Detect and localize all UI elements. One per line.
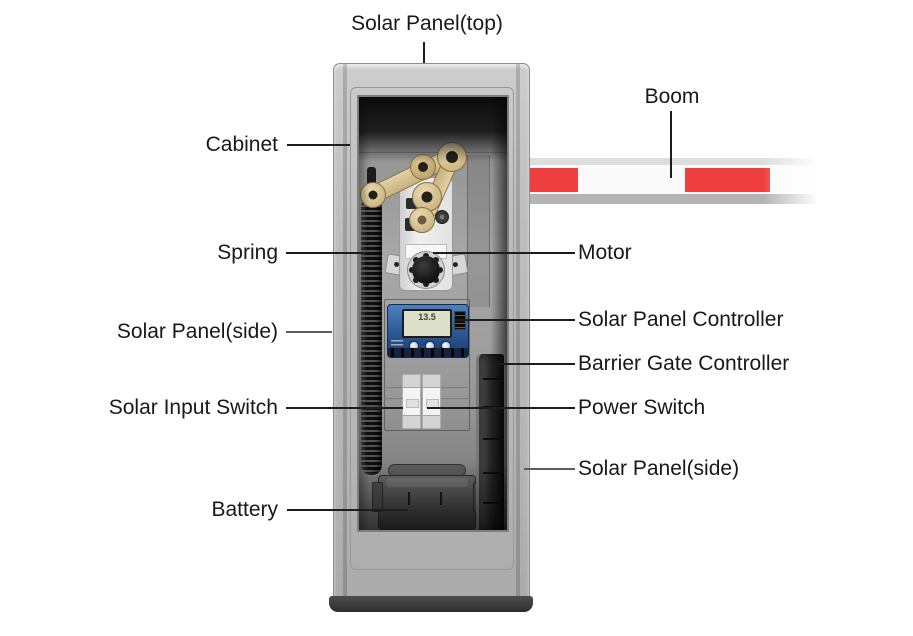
controller-lcd-value: 13.5 — [418, 312, 436, 322]
interior-channel — [467, 155, 490, 307]
label-boom: Boom — [644, 85, 700, 108]
battery-slot — [408, 492, 410, 505]
mounting-panel-edge — [359, 152, 507, 153]
leader-power-switch — [427, 407, 575, 409]
leader-cabinet — [287, 144, 350, 146]
power-switch-device — [422, 374, 441, 429]
leader-solar-panel-top — [423, 42, 425, 63]
barrier-gate-controller-device — [476, 354, 504, 530]
controller-terminals — [388, 348, 468, 357]
leader-barrier-gate-controller — [498, 363, 575, 365]
leader-solar-panel-side-right — [524, 468, 575, 470]
label-cabinet: Cabinet — [205, 133, 278, 156]
bolt-disc — [435, 210, 449, 224]
cabinet-right-edge — [516, 64, 520, 597]
controller-lcd: 13.5 — [402, 309, 452, 338]
hub-disc — [410, 154, 436, 180]
motor-gear — [412, 256, 440, 284]
label-solar-panel-side-right: Solar Panel(side) — [578, 457, 740, 480]
leader-solar-panel-side-left — [286, 331, 332, 333]
battery-tab — [372, 482, 383, 512]
lower-disc — [409, 207, 435, 233]
label-power-switch: Power Switch — [578, 396, 706, 419]
boom-top-edge — [527, 158, 823, 165]
controller-usb-port — [454, 311, 466, 330]
leader-solar-input-switch — [286, 407, 403, 409]
leader-motor — [433, 252, 575, 254]
leader-battery — [287, 509, 408, 511]
boom-bottom-edge — [527, 194, 823, 204]
battery-device — [372, 464, 484, 530]
leader-solar-panel-controller — [455, 319, 575, 321]
crank-pivot-disc — [437, 142, 467, 172]
solar-input-switch-device — [402, 374, 421, 429]
boom-red-stripe — [685, 168, 770, 192]
leader-boom — [670, 111, 672, 178]
battery-slot — [440, 492, 442, 505]
label-solar-panel-top: Solar Panel(top) — [351, 12, 503, 35]
boom-fade — [763, 158, 823, 204]
boom-red-stripe — [528, 168, 578, 192]
label-spring: Spring — [217, 241, 278, 264]
cabinet-base — [329, 596, 533, 612]
label-battery: Battery — [211, 498, 278, 521]
solar-panel-controller-device: 13.5 — [387, 304, 469, 358]
label-barrier-gate-controller: Barrier Gate Controller — [578, 352, 790, 375]
label-solar-panel-side-left: Solar Panel(side) — [116, 320, 278, 343]
boom — [527, 158, 823, 204]
spring-arm-pivot — [360, 182, 386, 208]
label-motor: Motor — [578, 241, 632, 264]
label-solar-input-switch: Solar Input Switch — [108, 396, 278, 419]
cabinet-window: 13.5 — [357, 95, 509, 532]
leader-spring — [286, 252, 365, 254]
spring-coil — [361, 197, 382, 475]
cabinet: 13.5 — [333, 63, 530, 598]
cabinet-door-seam — [350, 87, 514, 570]
cabinet-left-edge — [343, 64, 347, 597]
label-solar-panel-controller: Solar Panel Controller — [578, 308, 784, 331]
battery-ridge — [386, 478, 468, 487]
